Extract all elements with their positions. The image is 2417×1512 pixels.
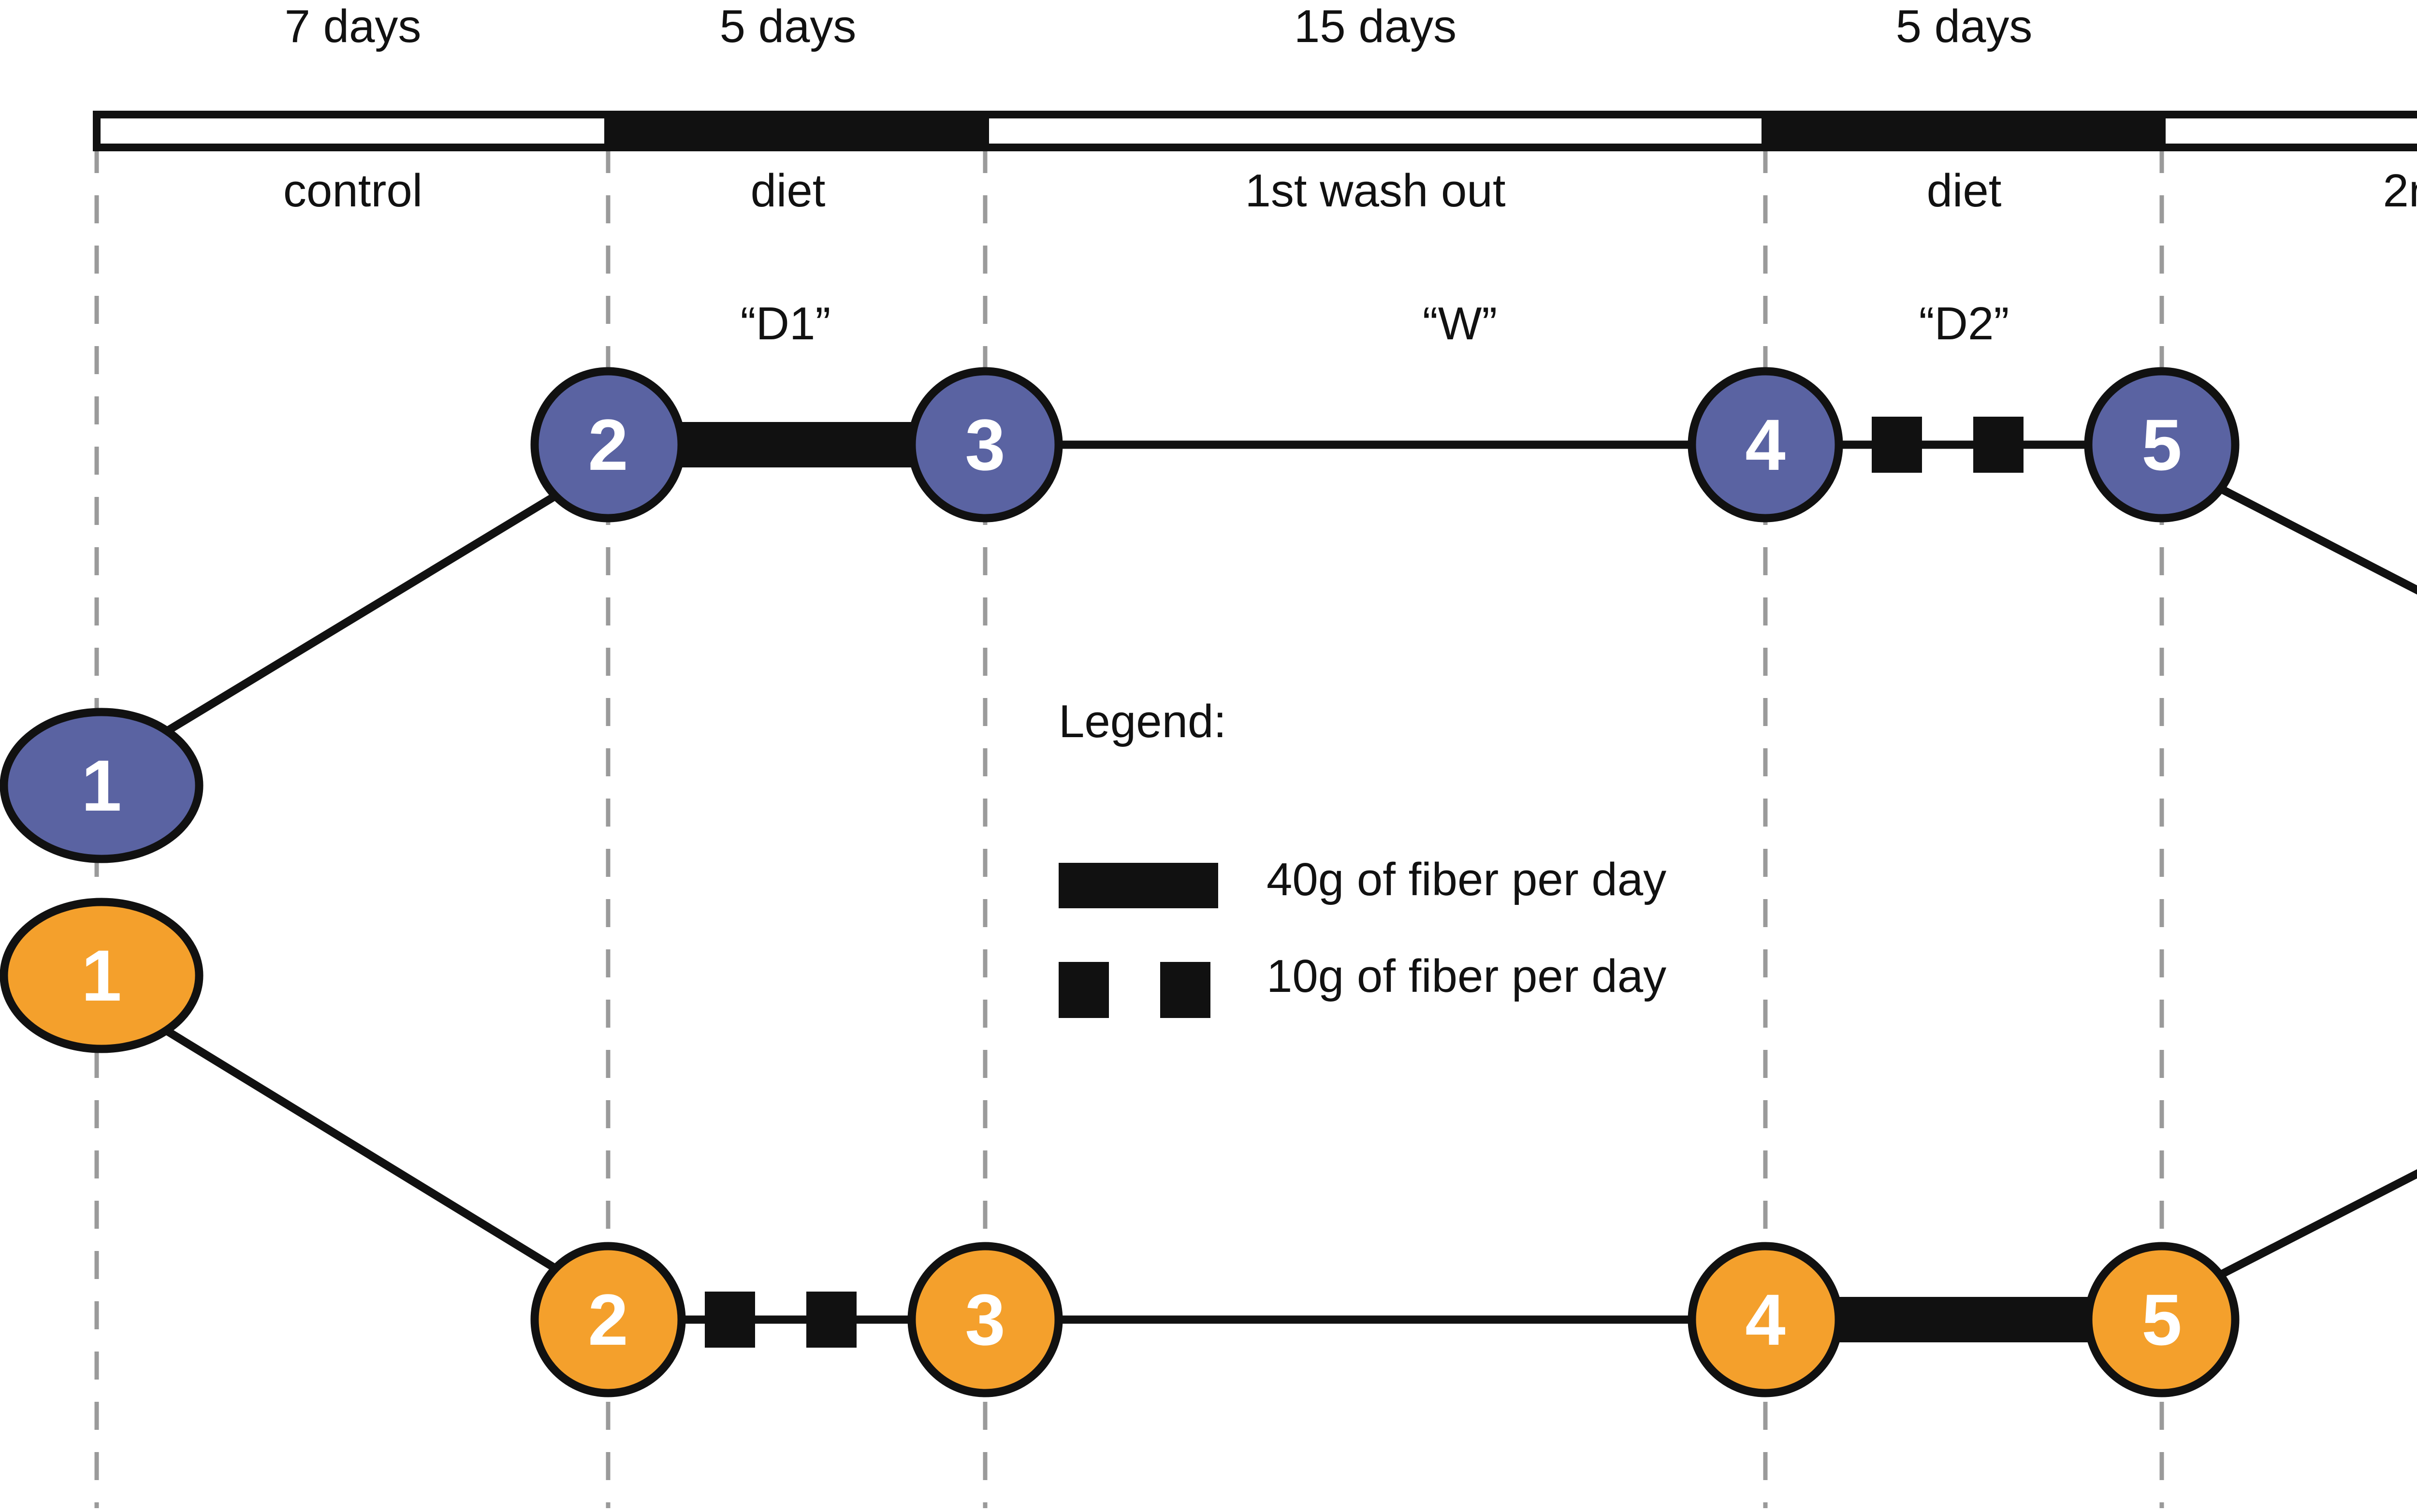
arm-b-nodes — [0, 898, 2240, 1397]
phase-label-diet-2: diet — [1926, 165, 2002, 217]
legend-swatch-10g-b — [1160, 962, 1210, 1018]
phase-label-washout-1: 1st wash out — [1245, 165, 1506, 217]
link-a4-a5-dash-2 — [1973, 417, 2024, 473]
arm-a-nodes — [0, 367, 2240, 863]
link-a2-a3-thick-40g — [643, 422, 950, 467]
timeline-seg-diet-2 — [1762, 111, 2166, 151]
node-b2 — [530, 1242, 686, 1397]
link-b4-b5-thick-40g — [1818, 1297, 2112, 1342]
link-b5-b6 — [2216, 1169, 2417, 1280]
node-label-a1: 1 — [81, 745, 122, 826]
node-label-b3: 3 — [965, 1279, 1005, 1360]
node-label-b1: 1 — [81, 935, 122, 1016]
link-b1-b2 — [143, 1014, 570, 1280]
node-b1 — [0, 898, 204, 1053]
duration-label-diet-2: 5 days — [1895, 0, 2033, 52]
legend-label-40g: 40g of fiber per day — [1267, 854, 1667, 905]
node-b5 — [2084, 1242, 2240, 1397]
legend-swatch-40g — [1059, 863, 1218, 908]
phase-label-diet-1: diet — [750, 165, 826, 217]
node-label-a2: 2 — [588, 404, 628, 485]
legend-swatches — [1059, 863, 1218, 1018]
phase-code-d1: “D1” — [740, 298, 831, 349]
node-label-a3: 3 — [965, 404, 1005, 485]
arm-a-links — [143, 417, 2417, 748]
link-b2-b3-dash-2 — [806, 1292, 857, 1348]
node-label-a5: 5 — [2141, 404, 2182, 485]
node-label-b2: 2 — [588, 1279, 628, 1360]
node-a2 — [530, 367, 686, 523]
node-a5 — [2084, 367, 2240, 523]
link-a1-a2 — [143, 484, 570, 748]
node-label-b5: 5 — [2141, 1279, 2182, 1360]
legend-label-10g: 10g of fiber per day — [1267, 950, 1667, 1002]
node-a4 — [1688, 367, 1843, 523]
node-label-b4: 4 — [1745, 1279, 1786, 1360]
legend-title: Legend: — [1059, 696, 1227, 747]
duration-label-diet-1: 5 days — [719, 0, 857, 52]
node-a1 — [0, 708, 204, 863]
link-b2-b3-dash-1 — [705, 1292, 755, 1348]
timeline-bar — [93, 111, 2417, 151]
node-label-a4: 4 — [1745, 404, 1786, 485]
link-a5-a6 — [2216, 483, 2417, 595]
node-b3 — [907, 1242, 1063, 1397]
duration-label-control: 7 days — [284, 0, 422, 52]
legend-swatch-10g-a — [1059, 962, 1109, 1018]
timeline-seg-control — [93, 111, 612, 151]
arm-b-links — [143, 1014, 2417, 1348]
phase-code-w: “W” — [1422, 298, 1498, 349]
phase-label-control: control — [283, 165, 423, 217]
node-b4 — [1688, 1242, 1843, 1397]
timeline-seg-washout-2 — [2158, 111, 2417, 151]
duration-label-washout-1: 15 days — [1294, 0, 1457, 52]
node-a3 — [907, 367, 1063, 523]
link-a4-a5-dash-1 — [1872, 417, 1922, 473]
timeline-seg-washout-1 — [981, 111, 1769, 151]
phase-code-d2: “D2” — [1919, 298, 2009, 349]
phase-label-washout-2: 2nd wash out — [2383, 165, 2417, 217]
timeline-seg-diet-1 — [604, 111, 989, 151]
